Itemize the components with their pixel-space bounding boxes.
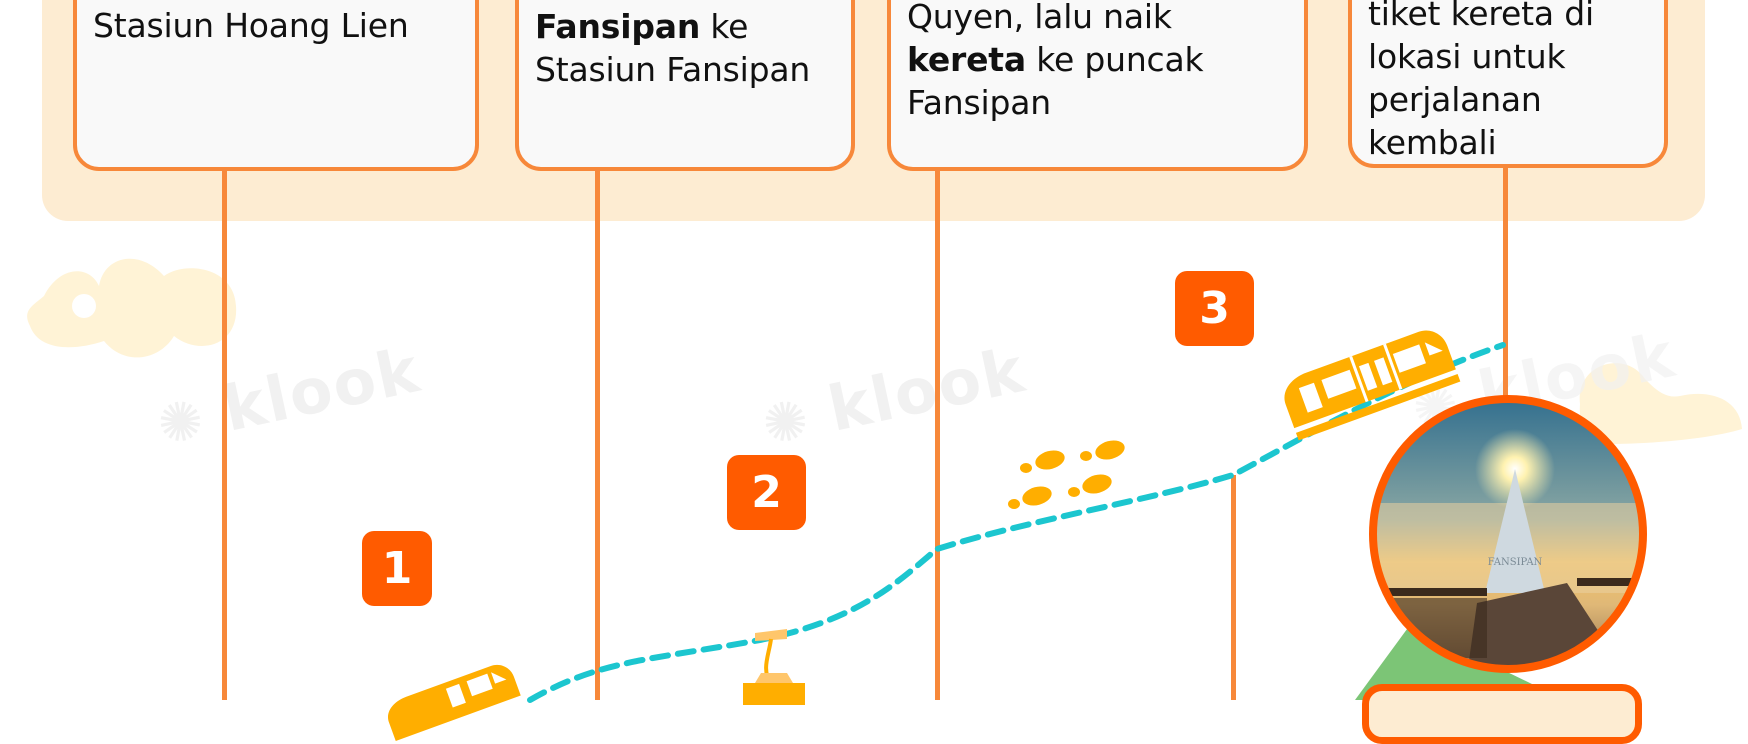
card-line: Stasiun Fansipan [535,50,811,89]
footprints-icon [1008,440,1125,509]
step-card-1: Stasiun Hoang Lien [73,0,479,171]
card-line: perjalanan [1368,80,1542,119]
connector-line-5 [1231,475,1236,700]
card-line: lokasi untuk [1368,37,1566,76]
card-line: tiket kereta di [1368,0,1594,33]
connector-line-4 [1503,168,1508,400]
card-line: Quyen, lalu naik [907,0,1172,36]
card-line: Fansipan [907,83,1051,122]
svg-text:FANSIPAN: FANSIPAN [1488,557,1543,568]
cable-car-icon [743,629,805,705]
connector-line-2 [595,171,600,700]
step-card-2: Fansipan ke Stasiun Fansipan [515,0,855,171]
step-card-3: Quyen, lalu naik kereta ke puncak Fansip… [887,0,1308,171]
fansipan-summit-photo: FANSIPAN [1369,395,1647,673]
connector-line-3 [935,171,940,700]
destination-label-box [1362,684,1642,744]
connector-line-1 [222,171,227,700]
card-line: Stasiun Hoang Lien [93,6,409,45]
train-icon [1284,330,1461,441]
step-badge-1: 1 [362,531,432,606]
cloud-right-icon [1579,363,1742,444]
card-line: Fansipan ke [535,7,749,46]
step-card-4: tiket kereta di lokasi untuk perjalanan … [1348,0,1668,168]
step-badge-2: 2 [727,455,806,530]
card-line: kereta ke puncak [907,40,1204,79]
step-badge-3: 3 [1175,271,1254,346]
cloud-left-icon [27,258,237,358]
train-icon [388,664,521,742]
card-line: kembali [1368,123,1497,162]
